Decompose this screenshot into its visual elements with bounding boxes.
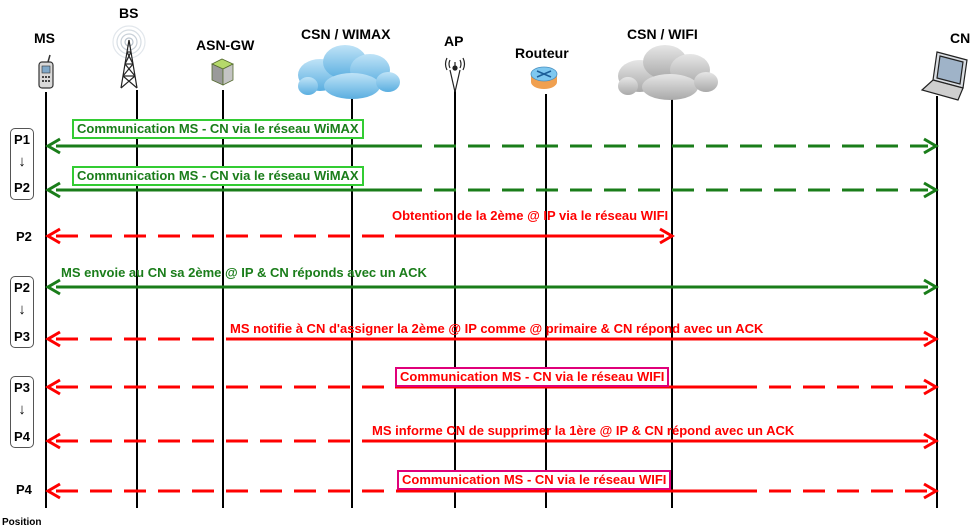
- position-end: P2: [14, 180, 30, 195]
- arrowhead-icon: [45, 482, 61, 500]
- down-arrow-icon: ↓: [18, 153, 26, 170]
- entity-label-cn: CN: [950, 30, 971, 46]
- message-label-1: Communication MS - CN via le réseau WiMA…: [72, 119, 364, 139]
- position-start: P1: [14, 132, 30, 147]
- phone-icon: [38, 54, 54, 89]
- laptop-icon: [920, 51, 968, 101]
- cloud-icon: [298, 45, 400, 99]
- entity-label-asn-gw: ASN-GW: [196, 37, 255, 53]
- entity-label-ap: AP: [444, 33, 464, 49]
- position-end: P4: [14, 429, 30, 444]
- position-end: P3: [14, 329, 30, 344]
- arrowhead-icon: [45, 432, 61, 450]
- lifelines: [45, 90, 938, 508]
- position-range-p3-p4: P3 ↓ P4: [10, 376, 34, 448]
- arrowhead-icon: [923, 432, 939, 450]
- cloud-icon: [618, 45, 718, 100]
- down-arrow-icon: ↓: [18, 401, 26, 418]
- arrowhead-icon: [45, 278, 61, 296]
- antenna-tower-icon: [112, 25, 146, 89]
- gateway-cube-icon: [211, 58, 234, 86]
- position-start: P3: [14, 380, 30, 395]
- message-arrow: [45, 278, 939, 296]
- arrowhead-icon: [45, 181, 61, 199]
- message-label-4: MS envoie au CN sa 2ème @ IP & CN répond…: [61, 265, 427, 280]
- arrowhead-icon: [45, 378, 61, 396]
- entity-label-ms: MS: [34, 30, 55, 46]
- down-arrow-icon: ↓: [18, 301, 26, 318]
- position-range-p1-p2: P1 ↓ P2: [10, 128, 34, 200]
- entity-label-csn-wimax: CSN / WIMAX: [301, 26, 391, 42]
- arrowhead-icon: [923, 137, 939, 155]
- position-single-p2: P2: [16, 229, 32, 244]
- arrowhead-icon: [45, 137, 61, 155]
- entity-label-bs: BS: [119, 5, 139, 21]
- message-label-5: MS notifie à CN d'assigner la 2ème @ IP …: [230, 321, 764, 336]
- arrowhead-icon: [923, 181, 939, 199]
- arrowhead-icon: [923, 482, 939, 500]
- position-range-p2-p3: P2 ↓ P3: [10, 276, 34, 348]
- entity-label-csn-wifi: CSN / WIFI: [627, 26, 698, 42]
- position-single-p4: P4: [16, 482, 32, 497]
- message-arrow: [45, 482, 939, 500]
- arrowhead-icon: [923, 378, 939, 396]
- message-arrow: [45, 137, 939, 155]
- message-arrows: [45, 137, 939, 500]
- message-label-7: MS informe CN de supprimer la 1ère @ IP …: [372, 423, 795, 438]
- message-label-2: Communication MS - CN via le réseau WiMA…: [72, 166, 364, 186]
- arrowhead-icon: [45, 227, 61, 245]
- message-arrow: [45, 378, 939, 396]
- message-label-8: Communication MS - CN via le réseau WIFI: [397, 470, 672, 490]
- position-start: P2: [14, 280, 30, 295]
- access-point-icon: [444, 57, 466, 93]
- message-label-6: Communication MS - CN via le réseau WIFI: [395, 367, 670, 387]
- entity-label-routeur: Routeur: [515, 45, 569, 61]
- arrowhead-icon: [45, 330, 61, 348]
- message-arrow: [45, 181, 939, 199]
- message-arrow: [45, 330, 939, 348]
- message-arrow: [45, 227, 675, 245]
- arrowhead-icon: [923, 330, 939, 348]
- position-axis-label: Position: [2, 517, 42, 528]
- arrowhead-icon: [923, 278, 939, 296]
- message-arrow: [45, 432, 939, 450]
- router-icon: [530, 66, 558, 89]
- arrowhead-icon: [659, 227, 675, 245]
- message-label-3: Obtention de la 2ème @ IP via le réseau …: [392, 208, 669, 223]
